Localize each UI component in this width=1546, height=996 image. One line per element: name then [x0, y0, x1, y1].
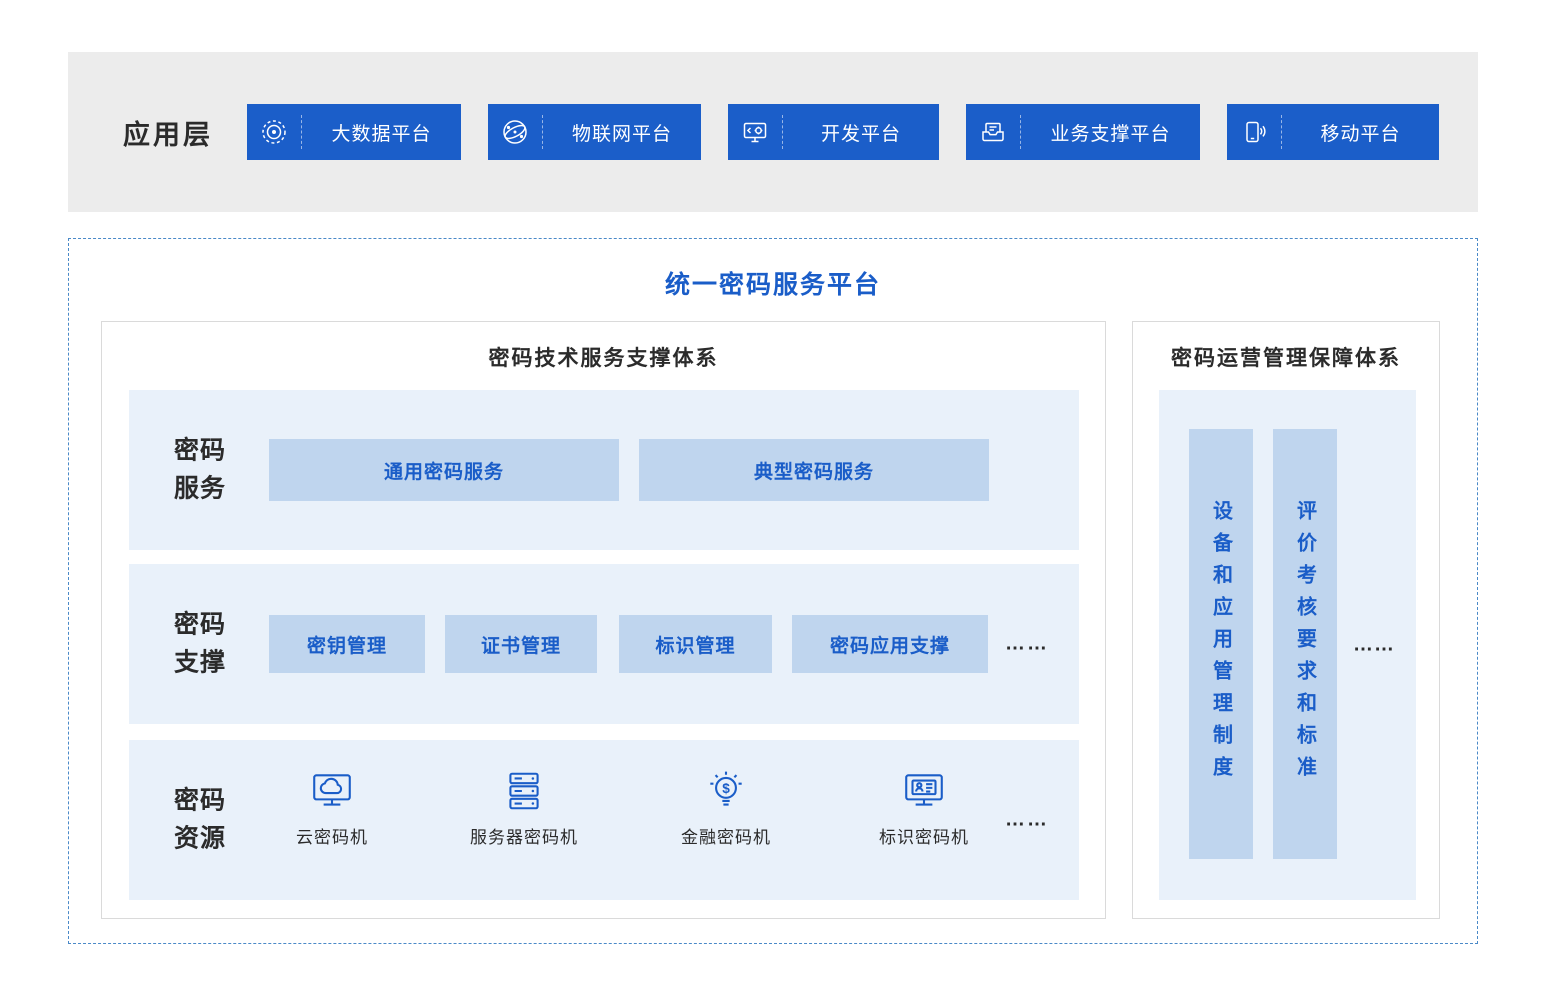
server-crypto-machine: 服务器密码机: [470, 768, 578, 848]
platform-button-label: 移动平台: [1320, 123, 1401, 145]
ops-management-area: 设备和应用管理制度 评价考核要求和标准 ……: [1159, 390, 1416, 900]
application-layer-band: 应用层 大数据平台: [68, 52, 1478, 212]
identity-crypto-machine: 标识密码机: [879, 768, 969, 848]
ops-ellipsis: ……: [1353, 633, 1395, 656]
business-support-icon: [966, 118, 1020, 146]
general-password-service-box: 通用密码服务: [269, 439, 619, 501]
button-divider: [542, 115, 543, 149]
platform-button-iot[interactable]: 物联网平台: [488, 104, 701, 160]
finance-crypto-machine-icon: $: [703, 768, 749, 814]
cloud-crypto-machine: 云密码机: [296, 768, 368, 848]
password-support-row-label: 密码支撑: [173, 610, 226, 677]
platform-button-development[interactable]: 开发平台: [728, 104, 939, 160]
resource-label: 服务器密码机: [470, 828, 578, 847]
platform-button-business-support[interactable]: 业务支撑平台: [966, 104, 1200, 160]
development-icon: [728, 118, 782, 146]
password-support-row: 密码支撑 密钥管理 证书管理 标识管理 密码应用支撑 ……: [129, 564, 1079, 724]
application-layer-label: 应用层: [123, 119, 213, 150]
platform-button-row: 大数据平台 物联网平台: [247, 104, 1439, 160]
key-management-box: 密钥管理: [269, 615, 425, 673]
svg-text:$: $: [722, 781, 730, 796]
identity-management-box: 标识管理: [619, 615, 772, 673]
resource-label: 金融密码机: [681, 828, 771, 847]
button-divider: [782, 115, 783, 149]
device-app-management-column: 设备和应用管理制度: [1189, 429, 1253, 859]
finance-crypto-machine: $ 金融密码机: [681, 768, 771, 848]
identity-crypto-machine-icon: [901, 768, 947, 814]
password-service-row-label: 密码服务: [173, 436, 226, 503]
button-divider: [1281, 115, 1282, 149]
ops-management-panel-title: 密码运营管理保障体系: [1171, 347, 1401, 370]
support-row-ellipsis: ……: [1005, 632, 1049, 655]
platform-button-label: 大数据平台: [331, 123, 432, 145]
ops-management-panel: 密码运营管理保障体系 设备和应用管理制度 评价考核要求和标准 ……: [1132, 321, 1440, 919]
password-resource-row: 密码资源 云密码机: [129, 740, 1079, 900]
tech-service-panel: 密码技术服务支撑体系 密码服务 通用密码服务 典型密码服务 密码支撑 密钥管理 …: [101, 321, 1106, 919]
cloud-crypto-machine-icon: [309, 768, 355, 814]
unified-platform-title: 统一密码服务平台: [664, 271, 881, 299]
platform-button-label: 开发平台: [820, 123, 901, 145]
tech-service-panel-title: 密码技术服务支撑体系: [488, 347, 719, 370]
password-service-row: 密码服务 通用密码服务 典型密码服务: [129, 390, 1079, 550]
platform-button-label: 物联网平台: [571, 123, 672, 145]
iot-icon: [488, 118, 542, 146]
server-crypto-machine-icon: [501, 768, 547, 814]
password-app-support-box: 密码应用支撑: [792, 615, 988, 673]
typical-password-service-box: 典型密码服务: [639, 439, 989, 501]
button-divider: [301, 115, 302, 149]
platform-button-label: 业务支撑平台: [1050, 123, 1171, 145]
certificate-management-box: 证书管理: [445, 615, 597, 673]
big-data-icon: [247, 118, 301, 146]
evaluation-standards-column: 评价考核要求和标准: [1273, 429, 1337, 859]
platform-button-big-data[interactable]: 大数据平台: [247, 104, 461, 160]
password-resource-row-label: 密码资源: [173, 786, 226, 853]
resource-label: 云密码机: [296, 828, 368, 847]
button-divider: [1020, 115, 1021, 149]
mobile-icon: [1227, 118, 1281, 146]
resource-row-ellipsis: ……: [1005, 808, 1049, 831]
resource-label: 标识密码机: [879, 828, 969, 847]
platform-button-mobile[interactable]: 移动平台: [1227, 104, 1439, 160]
unified-platform-container: 统一密码服务平台 密码技术服务支撑体系 密码服务 通用密码服务 典型密码服务 密…: [68, 238, 1478, 944]
